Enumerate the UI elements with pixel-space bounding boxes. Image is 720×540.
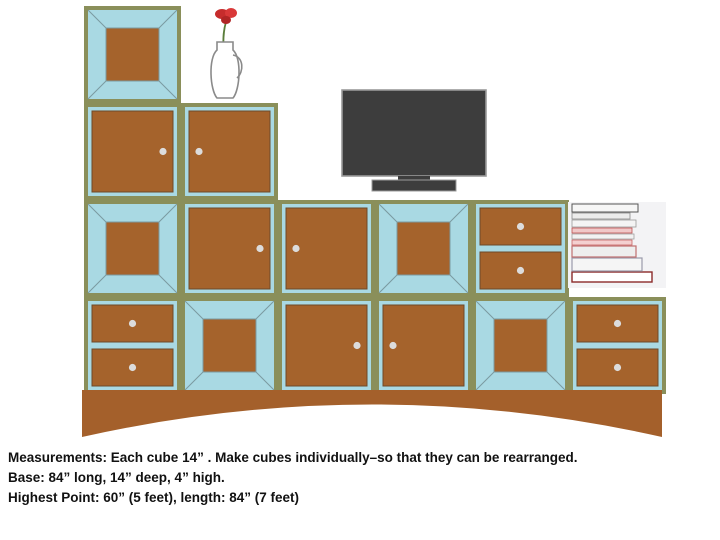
- door-knob: [353, 341, 361, 350]
- cube-door-r: [84, 103, 181, 200]
- cube-shelf-diagram: [82, 6, 666, 437]
- cube-window: [181, 297, 278, 394]
- door-knob: [159, 147, 167, 156]
- cube-drawers: [84, 297, 181, 394]
- cube-window-panel: [202, 318, 257, 373]
- cube-window: [84, 6, 181, 103]
- cube-drawers: [472, 200, 569, 297]
- cube-window-panel: [396, 221, 451, 276]
- cube-door-r: [181, 200, 278, 297]
- cube-window-panel: [105, 27, 160, 82]
- cube-door-l: [181, 103, 278, 200]
- cube-window-panel: [493, 318, 548, 373]
- caption-line-highest-point: Highest Point: 60” (5 feet), length: 84”…: [8, 490, 300, 505]
- drawer-knob: [613, 363, 622, 372]
- drawer-knob: [128, 363, 137, 372]
- caption-line-base: Base: 84” long, 14” deep, 4” high.: [8, 470, 225, 485]
- cube-drawers: [569, 297, 666, 394]
- book-stack-icon: [568, 202, 666, 288]
- door-knob: [256, 244, 264, 253]
- drawer-knob: [516, 222, 525, 231]
- door-knob: [292, 244, 300, 253]
- drawer-knob: [516, 266, 525, 275]
- cube-door-l: [278, 200, 375, 297]
- drawer-knob: [128, 319, 137, 328]
- cube-door-r: [278, 297, 375, 394]
- drawer-knob: [613, 319, 622, 328]
- door-knob: [195, 147, 203, 156]
- cube-window-panel: [105, 221, 160, 276]
- flower-vase-icon: [210, 8, 243, 99]
- cube-window: [375, 200, 472, 297]
- caption-line-measurements: Measurements: Each cube 14” . Make cubes…: [8, 450, 578, 465]
- cube-window: [472, 297, 569, 394]
- cube-grid: [84, 6, 666, 394]
- cube-door-l: [375, 297, 472, 394]
- cube-window: [84, 200, 181, 297]
- caption: Measurements: Each cube 14” . Make cubes…: [8, 448, 712, 508]
- television-icon: [341, 89, 487, 192]
- door-knob: [389, 341, 397, 350]
- wooden-base: [82, 390, 662, 437]
